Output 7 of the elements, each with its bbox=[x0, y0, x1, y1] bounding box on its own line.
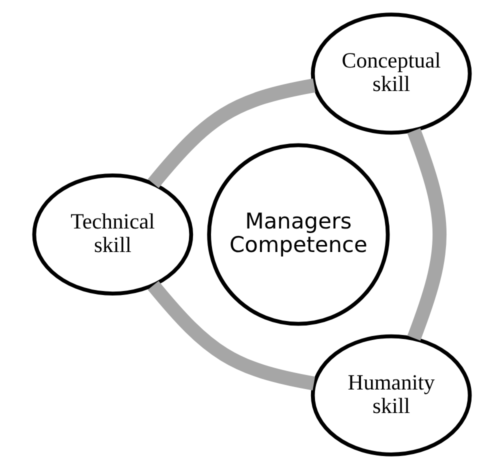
node-circle: Managers Competence bbox=[207, 143, 390, 326]
node-ellipse: Humanity skill bbox=[310, 334, 472, 456]
connector bbox=[148, 280, 316, 390]
node-ellipse: Conceptual skill bbox=[310, 12, 472, 135]
connector bbox=[407, 128, 446, 341]
connector bbox=[148, 78, 316, 188]
node-ellipse: Technical skill bbox=[32, 174, 194, 296]
